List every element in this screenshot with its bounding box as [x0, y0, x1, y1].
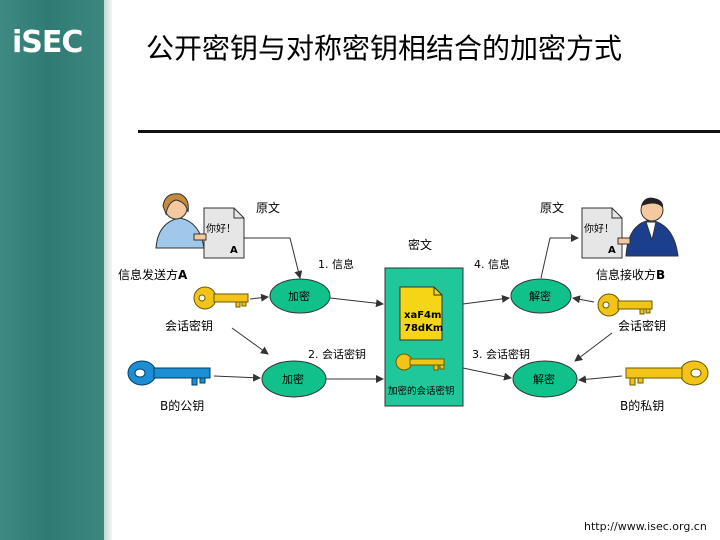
plaintext-left-label: 原文 — [256, 200, 280, 215]
sidebar-edge — [104, 0, 112, 540]
public-key-b-icon — [127, 360, 211, 386]
isec-logo: iSEC — [12, 26, 98, 60]
sender-label-letter: A — [178, 268, 188, 282]
sender-label-text: 信息发送方 — [118, 267, 178, 282]
receiver-label-letter: B — [656, 268, 665, 282]
doc-left-letter: A — [230, 245, 238, 256]
sender-label: 信息发送方A — [118, 267, 188, 282]
arrow-privkey-to-decrypt — [578, 375, 623, 384]
decrypt-top-label: 解密 — [529, 289, 551, 303]
doc-right-text: 你好！ — [584, 222, 614, 235]
cipher-sample-line1: xaF4m — [404, 310, 441, 321]
receiver-person-icon — [617, 197, 679, 257]
step-1-label: 1. 信息 — [318, 257, 354, 271]
receiver-label: 信息接收方B — [596, 267, 665, 282]
private-key-b-icon — [625, 360, 709, 386]
session-key-left-label: 会话密钥 — [165, 318, 213, 333]
step-4-label: 4. 信息 — [474, 257, 510, 271]
slide-title: 公开密钥与对称密钥相结合的加密方式 — [146, 32, 623, 65]
session-key-right-label: 会话密钥 — [618, 318, 666, 333]
arrow-sessionkey-to-decrypt — [572, 295, 595, 304]
encrypted-session-key-icon — [395, 353, 445, 371]
doc-right-letter: A — [608, 245, 616, 256]
private-key-b-label: B的私钥 — [620, 398, 664, 413]
sidebar: iSEC — [0, 0, 104, 540]
decrypt-bottom-label: 解密 — [533, 372, 555, 386]
step-3-label: 3. 会话密钥 — [472, 347, 530, 361]
arrow-decrypt-to-sessionkey — [574, 332, 613, 362]
encryption-diagram: 密文 xaF4m 78dKm 加密的会话密钥 加密 加密 解密 解密 1. 信息… — [118, 193, 709, 413]
plaintext-right-document: 你好！ A — [581, 207, 623, 259]
plaintext-right-label: 原文 — [540, 200, 564, 215]
receiver-label-text: 信息接收方 — [596, 267, 656, 282]
arrow-box-to-decrypt-top — [462, 294, 510, 305]
cipher-sample-line2: 78dKm — [404, 323, 443, 334]
arrow-decrypt-to-plaintext — [540, 234, 579, 279]
arrow-sessionkey-to-encrypt-bottom — [231, 327, 269, 355]
encrypted-session-key-label: 加密的会话密钥 — [388, 385, 455, 397]
b-private-key-text: B的私钥 — [620, 398, 664, 413]
session-key-right-icon — [597, 293, 653, 317]
encrypt-bottom-label: 加密 — [282, 372, 304, 386]
arrow-box-to-decrypt-bottom — [462, 367, 512, 381]
arrow-encrypt-to-cipher — [329, 297, 384, 308]
logo-text: iSEC — [12, 25, 83, 60]
decrypt-node-bottom — [512, 360, 578, 398]
encrypt-top-label: 加密 — [288, 289, 310, 303]
session-key-left-icon — [193, 286, 249, 310]
step-2-label: 2. 会话密钥 — [308, 347, 366, 361]
arrow-pubkey-to-encrypt — [213, 373, 261, 382]
sender-person-icon — [155, 193, 207, 249]
cipher-document: xaF4m 78dKm — [399, 286, 443, 341]
b-public-key-text: B的公钥 — [160, 398, 204, 413]
public-key-b-label: B的公钥 — [160, 398, 204, 413]
encrypt-node-top — [269, 278, 331, 314]
footer-url: http://www.isec.org.cn — [584, 520, 707, 533]
ciphertext-label: 密文 — [408, 237, 432, 252]
doc-left-text: 你好！ — [206, 222, 236, 235]
title-rule — [138, 130, 720, 133]
arrow-sessionkey-to-encrypt — [249, 293, 269, 302]
plaintext-left-document: 你好！ A — [203, 207, 245, 259]
decrypt-node-top — [510, 278, 572, 314]
arrow-plaintext-to-encrypt — [242, 237, 303, 279]
